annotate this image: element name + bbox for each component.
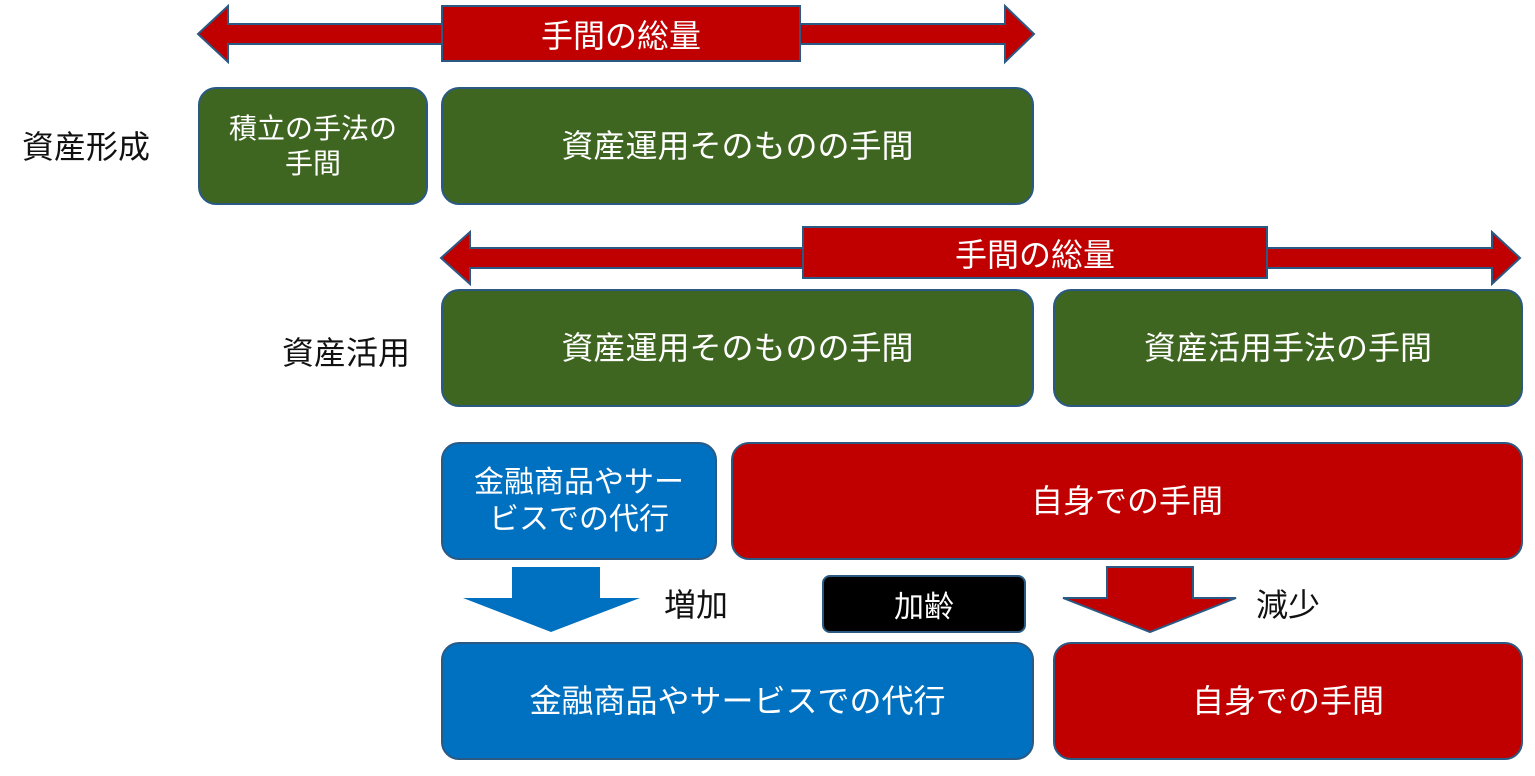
utilization-row-label: 資産活用	[282, 334, 411, 372]
after-service-box: 金融商品やサービスでの代行	[441, 642, 1034, 760]
before-self-text: 自身での手間	[1030, 482, 1223, 520]
formation-row-label: 資産形成	[22, 128, 151, 166]
after-self-text: 自身での手間	[1191, 682, 1384, 720]
utilization-operation-text: 資産運用そのものの手間	[561, 329, 914, 367]
aging-label: 加齢	[822, 575, 1026, 633]
formation-operation-box: 資産運用そのものの手間	[441, 87, 1034, 205]
top-total-effort-label: 手間の総量	[441, 5, 801, 62]
before-self-box: 自身での手間	[731, 442, 1523, 560]
formation-method-text: 積立の手法の 手間	[228, 112, 397, 180]
before-service-text: 金融商品やサー ビスでの代行	[474, 464, 684, 538]
utilization-operation-box: 資産運用そのものの手間	[441, 289, 1034, 407]
after-self-box: 自身での手間	[1053, 642, 1523, 760]
middle-total-effort-text: 手間の総量	[954, 235, 1115, 274]
increase-arrow	[463, 567, 640, 632]
aging-text: 加齢	[894, 590, 954, 625]
utilization-method-box: 資産活用手法の手間	[1053, 289, 1523, 407]
formation-method-box: 積立の手法の 手間	[198, 87, 428, 205]
utilization-method-text: 資産活用手法の手間	[1143, 329, 1432, 367]
middle-total-effort-label: 手間の総量	[802, 226, 1268, 279]
formation-operation-text: 資産運用そのものの手間	[561, 127, 914, 165]
increase-label: 増加	[664, 586, 729, 624]
decrease-label: 減少	[1256, 586, 1321, 624]
decrease-arrow	[1062, 566, 1237, 634]
before-service-box: 金融商品やサー ビスでの代行	[441, 442, 717, 560]
top-total-effort-text: 手間の総量	[540, 16, 701, 55]
after-service-text: 金融商品やサービスでの代行	[529, 682, 946, 720]
